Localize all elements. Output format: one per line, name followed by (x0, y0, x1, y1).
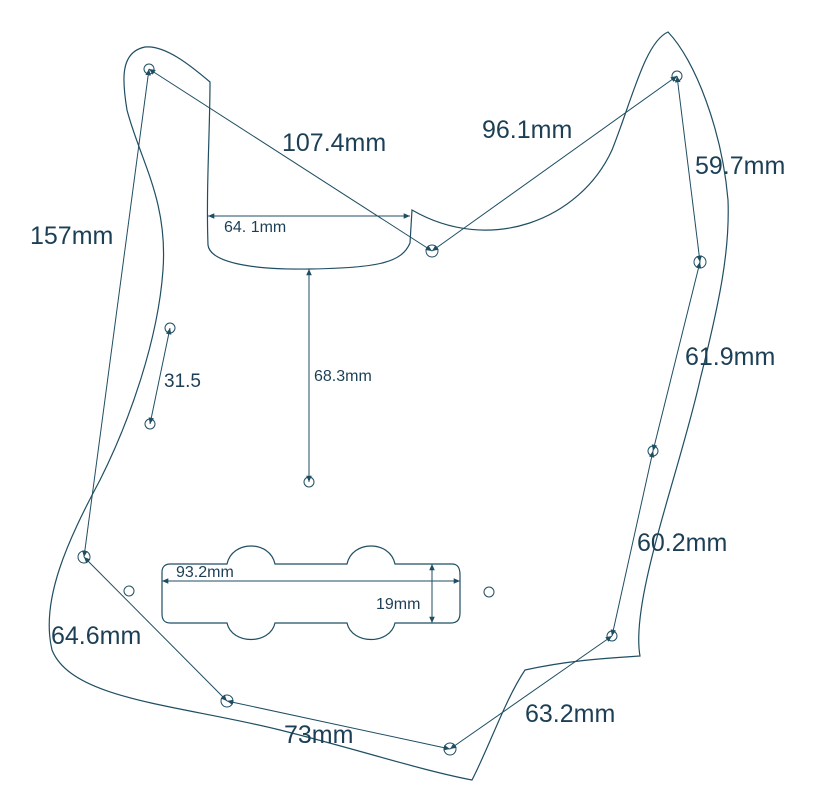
dim-line-bottom-left (83, 556, 228, 702)
label-cutout-width: 64. 1mm (224, 219, 286, 236)
label-right-middle: 61.9mm (685, 343, 775, 371)
label-cutout-to-hole: 68.3mm (314, 368, 372, 385)
label-bottom-right: 63.2mm (525, 700, 615, 728)
pickup-cutout (161, 545, 461, 641)
dim-line-top-right (431, 75, 678, 252)
dim-line-left-side (82, 68, 151, 558)
label-small-holes: 31.5 (164, 371, 201, 392)
dim-line-right-middle (651, 261, 702, 452)
dim-line-right-upper (674, 75, 703, 263)
label-bottom: 73mm (284, 721, 353, 749)
dim-line-top-left (148, 68, 433, 252)
pickguard-outline (48, 31, 729, 781)
label-right-lower: 60.2mm (637, 529, 727, 557)
label-left-side: 157mm (30, 222, 113, 250)
label-bottom-left: 64.6mm (51, 622, 141, 650)
screw-hole (123, 585, 135, 597)
label-top-right-diagonal: 96.1mm (482, 116, 572, 144)
dim-line-bottom-right (449, 635, 613, 750)
dim-line-right-lower (610, 450, 655, 637)
label-pickup-width: 93.2mm (176, 564, 234, 581)
screw-hole (483, 586, 495, 598)
label-top-left-diagonal: 107.4mm (282, 129, 386, 157)
label-pickup-height: 19mm (376, 596, 420, 613)
dim-line-small-holes (148, 327, 172, 425)
dim-line-bottom (226, 699, 451, 751)
label-right-upper: 59.7mm (695, 152, 785, 180)
